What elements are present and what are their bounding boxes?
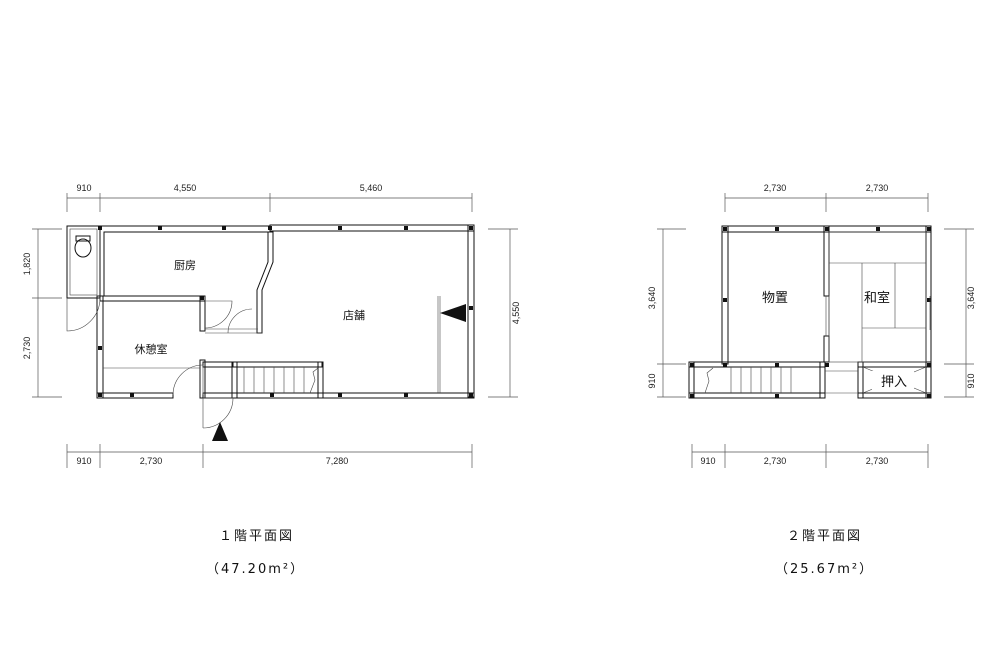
f2-dim-bottom-1: 910: [700, 456, 715, 466]
floor1-doors: [66, 297, 253, 441]
toilet-icon: [74, 235, 92, 258]
f2-dim-bottom-2: 2,730: [764, 456, 787, 466]
closet-x-mark: [862, 366, 927, 394]
floor2-area: （25.67m²）: [775, 562, 875, 577]
dim-bottom-3: 7,280: [326, 456, 349, 466]
shop-entrance-arrow-icon: [440, 304, 466, 322]
f2-dim-bottom-3: 2,730: [866, 456, 889, 466]
f2-dim-left-1: 3,640: [647, 287, 657, 310]
main-entrance-arrow-icon: [212, 422, 228, 441]
dim-bottom-2: 2,730: [140, 456, 163, 466]
room-label-rest: 休憩室: [135, 342, 168, 356]
room-label-shop: 店舗: [343, 308, 365, 322]
dim-top-1: 910: [76, 183, 91, 193]
room-label-washitsu: 和室: [864, 290, 890, 306]
floor2-title: ２階平面図: [787, 529, 863, 544]
floor1-plan: 910 4,550 5,460 910 2,730 7,280 1,820 2,…: [22, 183, 521, 468]
dim-top-2: 4,550: [174, 183, 197, 193]
floor1-bottom-dimensions: 910 2,730 7,280: [66, 444, 473, 468]
dim-bottom-1: 910: [76, 456, 91, 466]
room-label-closet: 押入: [881, 375, 907, 390]
floor1-left-dimensions: 1,820 2,730: [22, 228, 62, 398]
floor2-left-dimensions: 3,640 910: [647, 228, 686, 398]
f2-dim-top-1: 2,730: [764, 183, 787, 193]
floor2-bottom-dimensions: 910 2,730 2,730: [691, 444, 929, 468]
dim-left-2: 2,730: [22, 337, 32, 360]
floor2-right-dimensions: 3,640 910: [944, 228, 976, 398]
f2-dim-right-1: 3,640: [966, 287, 976, 310]
room-label-storage: 物置: [762, 291, 788, 306]
floor2-top-dimensions: 2,730 2,730: [724, 183, 929, 212]
floor1-title: １階平面図: [219, 529, 295, 544]
f2-dim-top-2: 2,730: [866, 183, 889, 193]
f2-dim-left-2: 910: [647, 373, 657, 388]
floor2-plan: 2,730 2,730 910 2,730 2,730 3,640 910: [647, 183, 976, 468]
floor2-wall-nodes: [690, 227, 931, 398]
dim-left-1: 1,820: [22, 253, 32, 276]
floor1-walls: [66, 224, 475, 399]
dim-top-3: 5,460: [360, 183, 383, 193]
floor1-top-dimensions: 910 4,550 5,460: [66, 183, 473, 212]
floor1-wall-nodes: [98, 226, 473, 397]
f2-dim-right-2: 910: [966, 373, 976, 388]
floor1-stairs: [243, 367, 319, 394]
floor1-area: （47.20m²）: [206, 562, 306, 577]
shop-entrance: [437, 296, 466, 393]
tatami-layout: [828, 231, 927, 363]
room-label-kitchen: 厨房: [174, 259, 196, 272]
dim-right-1: 4,550: [511, 302, 521, 325]
floor2-stairs: [704, 367, 792, 394]
floor1-right-dimensions: 4,550: [488, 228, 521, 398]
